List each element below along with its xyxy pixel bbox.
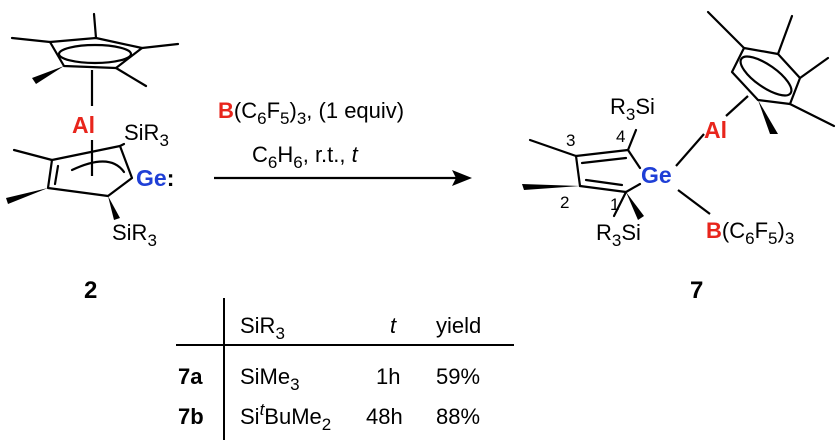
reactant-compound-number: 2 bbox=[84, 277, 97, 304]
ring-number-3: 3 bbox=[566, 131, 575, 150]
table-row: 7a SiMe3 1h 59% bbox=[178, 364, 480, 394]
ring-number-4: 4 bbox=[616, 127, 625, 146]
product-silyl-top: R3Si bbox=[610, 94, 655, 124]
ring-number-2: 2 bbox=[560, 193, 569, 212]
germole-silyl-wedge bbox=[108, 196, 120, 220]
product-cp-wedge bbox=[758, 100, 778, 134]
product-ge-al-bond bbox=[675, 133, 705, 167]
table-header-time: t bbox=[390, 313, 397, 338]
germole-ring bbox=[12, 142, 134, 198]
product-silyl-bottom: R3Si bbox=[596, 220, 641, 250]
reactant-structure: Al SiR3 Ge: SiR3 2 bbox=[6, 12, 180, 304]
results-table: SiR3 t yield 7a SiMe3 1h 59% 7b SitBuMe2… bbox=[176, 298, 514, 440]
product-structure: Al R3Si Ge R3Si B(C6F5)3 3 4 2 1 7 bbox=[522, 10, 836, 304]
product-borane: B(C6F5)3 bbox=[706, 218, 794, 248]
row-silyl: SitBuMe2 bbox=[240, 400, 331, 434]
germole-methyl-wedge bbox=[6, 188, 48, 204]
reaction-arrow-head bbox=[452, 170, 472, 186]
product-cp-star bbox=[706, 10, 836, 128]
cp-star-ring-top bbox=[10, 12, 180, 88]
row-time: 48h bbox=[366, 404, 403, 429]
reactant-germanium-label: Ge: bbox=[136, 165, 174, 191]
ring-number-1: 1 bbox=[610, 195, 619, 214]
table-header-sir3: SiR3 bbox=[240, 313, 285, 343]
reaction-conditions: B(C6F5)3, (1 equiv) C6H6, r.t., t bbox=[214, 98, 472, 186]
reactant-silyl-bottom: SiR3 bbox=[112, 220, 157, 250]
product-silyl-wedge bbox=[626, 192, 644, 220]
table-header-yield: yield bbox=[436, 313, 481, 338]
row-silyl: SiMe3 bbox=[240, 364, 300, 394]
table-row: 7b SitBuMe2 48h 88% bbox=[178, 400, 480, 434]
row-compound: 7a bbox=[178, 364, 203, 389]
reactant-aluminum-label: Al bbox=[72, 112, 95, 138]
row-time: 1h bbox=[376, 364, 400, 389]
product-ge-b-bond bbox=[677, 189, 711, 215]
row-compound: 7b bbox=[178, 404, 204, 429]
condition-reagent: B(C6F5)3, (1 equiv) bbox=[218, 98, 404, 128]
product-germanium-label: Ge bbox=[641, 162, 672, 188]
condition-solvent: C6H6, r.t., t bbox=[252, 142, 359, 172]
reactant-silyl-top: SiR3 bbox=[124, 120, 169, 150]
product-aluminum-label: Al bbox=[704, 117, 727, 143]
product-germole-ring bbox=[528, 128, 642, 218]
row-yield: 59% bbox=[436, 364, 480, 389]
row-yield: 88% bbox=[436, 404, 480, 429]
product-methyl-wedge bbox=[522, 184, 580, 190]
product-compound-number: 7 bbox=[690, 277, 703, 304]
cp-methyl-wedge bbox=[32, 66, 64, 84]
product-al-cp-bond bbox=[725, 95, 749, 117]
